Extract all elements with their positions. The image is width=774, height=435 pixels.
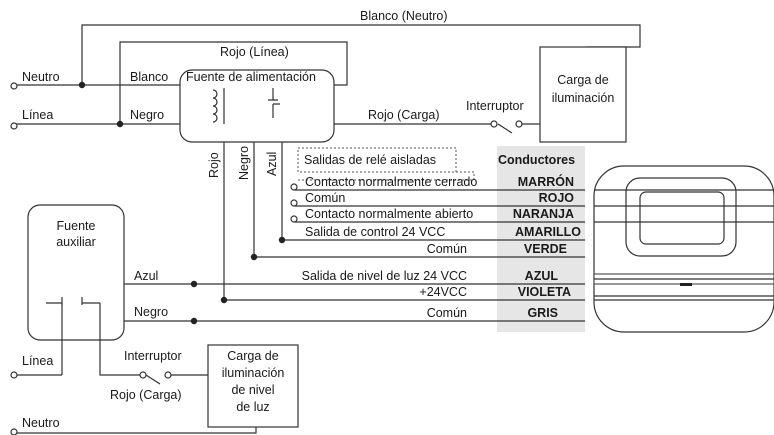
row-wire-7: VIOLETA xyxy=(518,285,571,299)
label-rojo-vertical: Rojo xyxy=(207,152,221,178)
row-wire-6: AZUL xyxy=(525,269,559,283)
sensor-device xyxy=(593,165,774,333)
label-azul-h: Azul xyxy=(134,269,158,283)
conductor-panel xyxy=(497,146,585,332)
row-desc-4: Salida de control 24 VCC xyxy=(305,225,445,239)
label-azul-vertical: Azul xyxy=(265,152,279,176)
row-desc-1: Contacto normalmente cerrado xyxy=(305,175,477,189)
transformer-coil xyxy=(212,89,218,123)
row-desc-6: Salida de nivel de luz 24 VCC xyxy=(302,269,467,283)
relay-outputs-dotted-bracket xyxy=(296,171,475,181)
label-fuente-aux-2: auxiliar xyxy=(56,235,96,249)
label-blanco-neutro: Blanco (Neutro) xyxy=(360,9,448,23)
label-neutro-top: Neutro xyxy=(22,70,60,84)
load-box-top xyxy=(539,46,627,143)
switch-bottom-terminal-b xyxy=(164,371,172,379)
row-desc-5: Común xyxy=(427,242,467,256)
row-desc-7: +24VCC xyxy=(419,285,467,299)
label-linea-top: Línea xyxy=(22,108,53,122)
label-rojo-linea: Rojo (Línea) xyxy=(220,45,289,59)
label-negro-h: Negro xyxy=(134,305,168,319)
switch-top-terminal-a xyxy=(490,120,498,128)
row-wire-5: VERDE xyxy=(524,242,567,256)
label-interruptor-bottom: Interruptor xyxy=(124,349,182,363)
aux-contact xyxy=(46,297,100,305)
row-desc-2: Común xyxy=(305,191,345,205)
row-desc-8: Común xyxy=(427,306,467,320)
label-carga-bottom-1: Carga de xyxy=(227,349,278,363)
switch-top-terminal-b xyxy=(515,120,523,128)
label-negro-vertical: Negro xyxy=(237,146,251,180)
wire-rojo-linea xyxy=(119,41,348,124)
terminal-linea-top xyxy=(10,122,18,130)
row-wire-1: MARRÓN xyxy=(518,174,574,189)
label-rojo-carga-bottom: Rojo (Carga) xyxy=(110,388,182,402)
row-wire-4: AMARILLO xyxy=(515,225,581,239)
label-blanco: Blanco xyxy=(130,70,168,84)
relay-outputs-dotted-box xyxy=(297,147,457,173)
terminal-no xyxy=(290,215,298,223)
label-conductores: Conductores xyxy=(498,153,575,167)
terminal-nc xyxy=(290,183,298,191)
switch-bottom-blade xyxy=(145,374,161,385)
label-carga-bottom-3: de nivel xyxy=(231,383,274,397)
label-linea-bottom: Línea xyxy=(22,354,53,368)
label-interruptor-top: Interruptor xyxy=(466,99,524,113)
terminal-neutro-bottom xyxy=(10,428,18,435)
label-carga-top-2: iluminación xyxy=(552,91,615,105)
row-wire-2: ROJO xyxy=(539,191,575,205)
row-desc-3: Contacto normalmente abierto xyxy=(305,207,473,221)
label-carga-bottom-4: de luz xyxy=(236,400,269,414)
label-carga-bottom-2: iluminación xyxy=(222,366,285,380)
label-carga-top-1: Carga de xyxy=(557,73,608,87)
wire-aux-to-switch xyxy=(99,303,140,376)
label-fuente-aux-1: Fuente xyxy=(57,219,96,233)
label-rojo-carga-top: Rojo (Carga) xyxy=(368,108,440,122)
terminal-linea-bottom xyxy=(10,371,18,379)
power-supply-box xyxy=(179,69,335,143)
relay-contact xyxy=(268,88,280,118)
label-salidas-rele: Salidas de relé aisladas xyxy=(304,153,436,167)
row-wire-8: GRIS xyxy=(527,306,558,320)
label-fuente-alimentacion: Fuente de alimentación xyxy=(186,70,316,84)
load-box-bottom xyxy=(207,344,299,428)
junction-dots xyxy=(78,81,286,325)
terminal-neutro-top xyxy=(10,82,18,90)
row-wire-3: NARANJA xyxy=(513,207,574,221)
switch-top-blade xyxy=(497,123,513,134)
wire-neutro-bottom xyxy=(14,427,257,434)
signal-rows: Contacto normalmente cerrado MARRÓN Comú… xyxy=(302,174,582,320)
terminal-com xyxy=(290,199,298,207)
label-negro-top: Negro xyxy=(130,108,164,122)
switch-bottom-terminal-a xyxy=(139,371,147,379)
label-neutro-bottom: Neutro xyxy=(22,416,60,430)
